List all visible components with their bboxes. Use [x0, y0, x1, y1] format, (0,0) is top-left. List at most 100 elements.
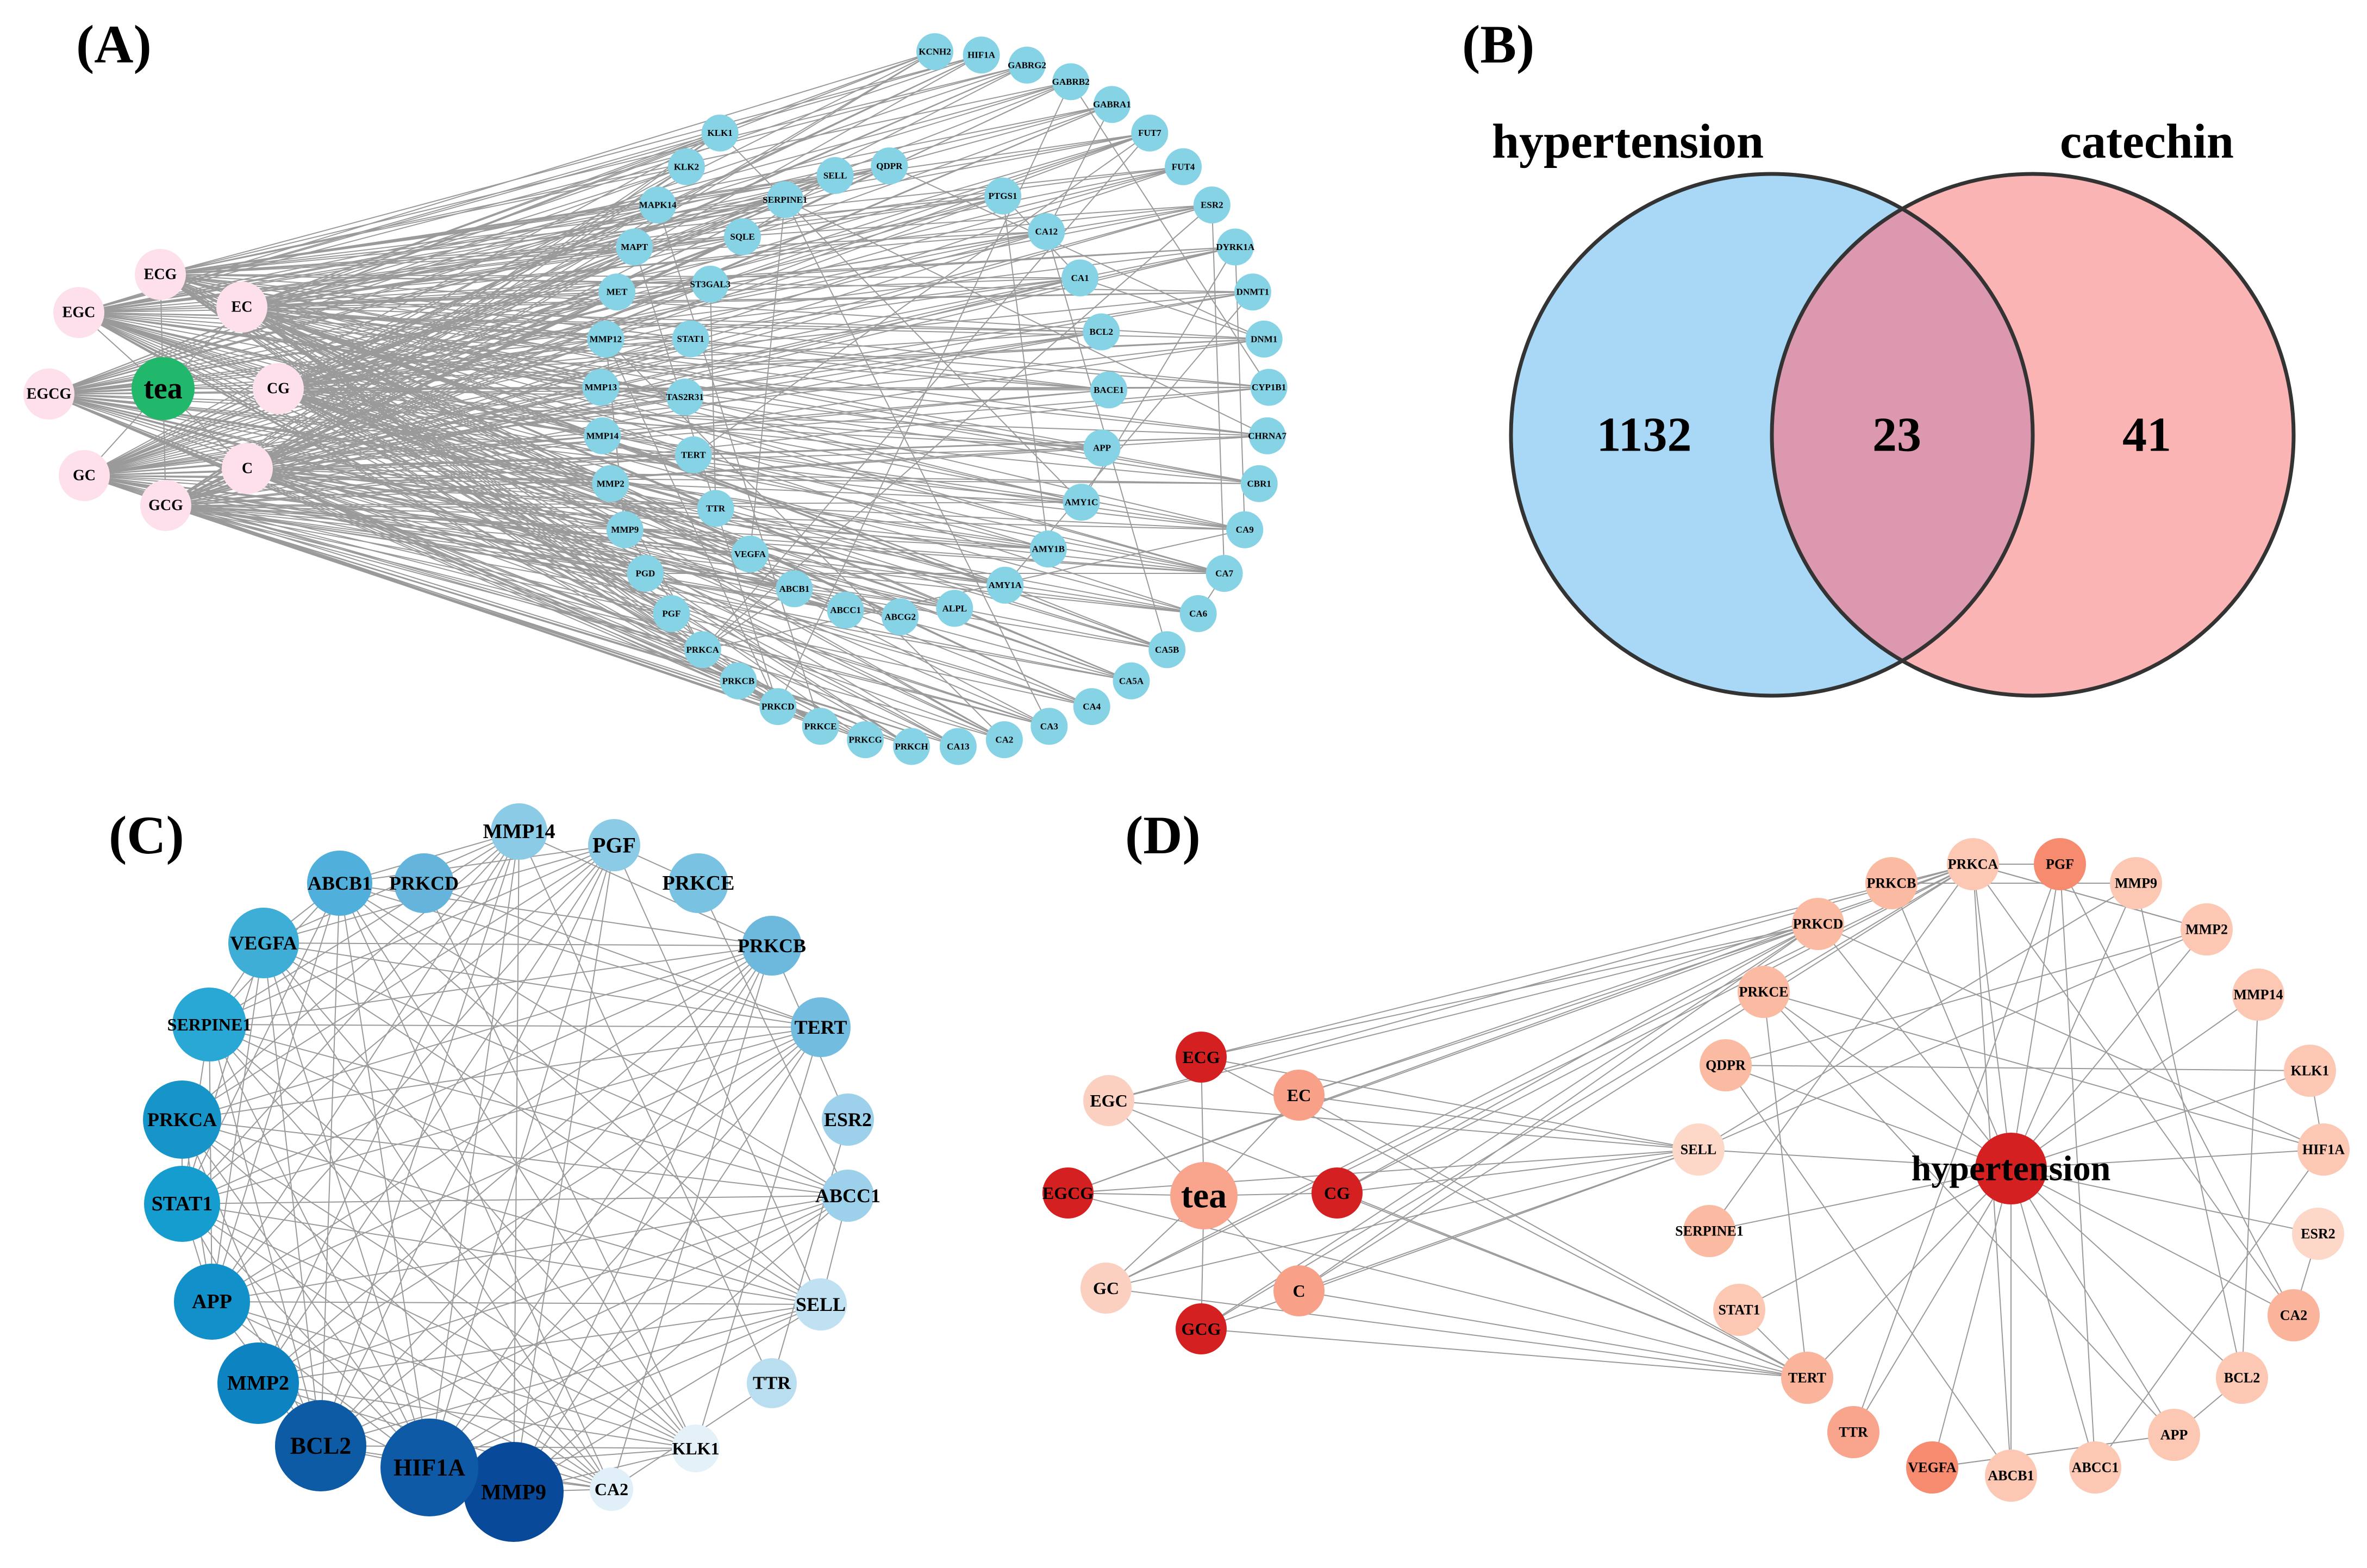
edge-compound-target — [247, 468, 1082, 503]
edge-compound-target — [165, 505, 751, 555]
edge-compound-target — [278, 204, 658, 389]
edge-compound-target — [78, 51, 935, 313]
a-node-ca7-circle — [1206, 555, 1243, 592]
edge-compound-target — [160, 165, 890, 275]
c-node-tert-label: TERT — [795, 1016, 847, 1038]
c-node-klk1: KLK1 — [672, 1425, 720, 1472]
d-node-esr2: ESR2 — [2292, 1208, 2344, 1260]
edge-compound-target — [247, 246, 635, 469]
a-node-prkcb: PRKCB — [720, 662, 757, 699]
edge-d-target-target — [2095, 1149, 2324, 1468]
a-compound-gc-circle — [59, 450, 110, 501]
edge-compound-target — [165, 454, 694, 506]
c-node-mmp2-circle — [217, 1342, 299, 1424]
c-node-prkcb-label: PRKCB — [738, 935, 806, 957]
a-node-gabra1-label: GABRA1 — [1093, 99, 1131, 110]
d-node-mmp9-label: MMP9 — [2115, 876, 2157, 891]
a-node-ca1: CA1 — [1061, 259, 1099, 297]
edge-d-compound-target — [1201, 864, 1973, 1058]
a-node-ca12-circle — [1028, 213, 1065, 251]
a-node-klk1-label: KLK1 — [708, 128, 733, 138]
edge-compound-target — [48, 393, 1267, 436]
edge-d-target-target — [1725, 929, 2207, 1066]
edge-c — [182, 1027, 821, 1120]
a-node-stat1-label: STAT1 — [677, 334, 704, 344]
edge-c — [182, 1203, 430, 1468]
edge-d-compound-target — [1336, 923, 1819, 1194]
d-compound-cg-circle — [1311, 1167, 1363, 1219]
edge-c — [209, 831, 520, 1025]
a-node-ca7-label: CA7 — [1215, 569, 1234, 579]
edge-compound-target — [160, 274, 1225, 574]
edge-c — [429, 1304, 821, 1468]
a-node-kcnh2-label: KCNH2 — [919, 47, 951, 57]
edge-c — [258, 1304, 821, 1384]
c-node-ttr-circle — [747, 1358, 797, 1408]
edge-d-compound-target — [1298, 864, 1973, 1096]
edge-d-hypertension-target — [2010, 994, 2259, 1169]
edge-compound-target — [165, 505, 703, 651]
c-node-mmp14-circle — [491, 803, 547, 860]
edge-compound-target — [48, 393, 1132, 682]
edge-d-hypertension-target — [2010, 883, 2137, 1169]
d-compound-gc: GC — [1081, 1263, 1132, 1314]
edge-compound-target — [165, 331, 1102, 506]
d-compound-c-circle — [1273, 1265, 1325, 1316]
d-node-app: APP — [2148, 1409, 2200, 1461]
d-node-esr2-circle — [2292, 1208, 2344, 1260]
d-compound-egcg-label: EGCG — [1042, 1183, 1094, 1203]
d-node-abcc1: ABCC1 — [2069, 1441, 2121, 1494]
edge-compound-target — [241, 307, 795, 590]
a-node-sqle: SQLE — [724, 218, 761, 255]
a-node-mmp9: MMP9 — [606, 511, 644, 548]
a-node-mmp13-circle — [582, 368, 620, 406]
edge-d-compound-target — [1201, 864, 1973, 1329]
a-node-ca7: CA7 — [1206, 555, 1243, 592]
edge-compound-target — [278, 388, 1132, 682]
d-node-tert-label: TERT — [1788, 1370, 1826, 1386]
edge-d-target-target — [1709, 864, 1973, 1232]
a-node-pgf-label: PGF — [662, 609, 680, 619]
edge-d-hypertension-target — [2010, 1168, 2243, 1378]
a-compound-ecg-circle — [135, 249, 186, 300]
a-node-mapk14-circle — [639, 186, 677, 224]
d-hypertension-node-label: hypertension — [1912, 1149, 2111, 1189]
edge-compound-target — [78, 132, 1150, 313]
edge-compound-target — [48, 166, 687, 395]
edge-compound-target — [84, 132, 721, 476]
a-node-tert-label: TERT — [681, 449, 706, 460]
a-node-bace1-circle — [1090, 371, 1127, 409]
edge-compound-target — [165, 505, 1198, 615]
edge-c — [209, 845, 615, 1025]
edge-d-hypertension-target — [1932, 1168, 2012, 1468]
c-node-abcc1: ABCC1 — [815, 1170, 880, 1222]
edge-target-target — [749, 199, 786, 554]
edge-d-target-target — [1725, 1065, 2310, 1071]
a-node-gabrb2-circle — [1052, 63, 1090, 101]
a-node-ca4-label: CA4 — [1083, 702, 1101, 712]
a-node-alpl: ALPL — [936, 590, 973, 627]
a-compound-cg-circle — [253, 363, 304, 414]
a-node-amy1b-circle — [1029, 530, 1067, 568]
edge-compound-target — [48, 386, 1269, 395]
edge-c — [320, 883, 340, 1446]
a-node-st3gal3: ST3GAL3 — [690, 265, 730, 303]
edge-c — [182, 1027, 821, 1204]
d-node-prkcb-circle — [1865, 857, 1918, 909]
a-node-gabrg2: GABRG2 — [1008, 46, 1046, 84]
a-compound-ecg-label: ECG — [144, 266, 177, 283]
a-node-met-circle — [598, 273, 636, 311]
a-node-mmp2: MMP2 — [592, 465, 629, 502]
a-node-ca1-label: CA1 — [1071, 273, 1089, 283]
edge-d-hypertension-target — [2010, 929, 2207, 1169]
d-node-serpine1-circle — [1683, 1205, 1735, 1257]
c-node-mmp14-label: MMP14 — [483, 820, 555, 843]
edge-c — [182, 1203, 321, 1446]
a-node-alpl-circle — [936, 590, 973, 627]
edge-compound-target — [165, 175, 836, 506]
c-node-prkce: PRKCE — [663, 853, 735, 913]
venn-left-outline — [1509, 172, 2035, 698]
d-node-tert: TERT — [1781, 1352, 1833, 1404]
edge-d-hypertension-target — [2010, 1168, 2175, 1435]
